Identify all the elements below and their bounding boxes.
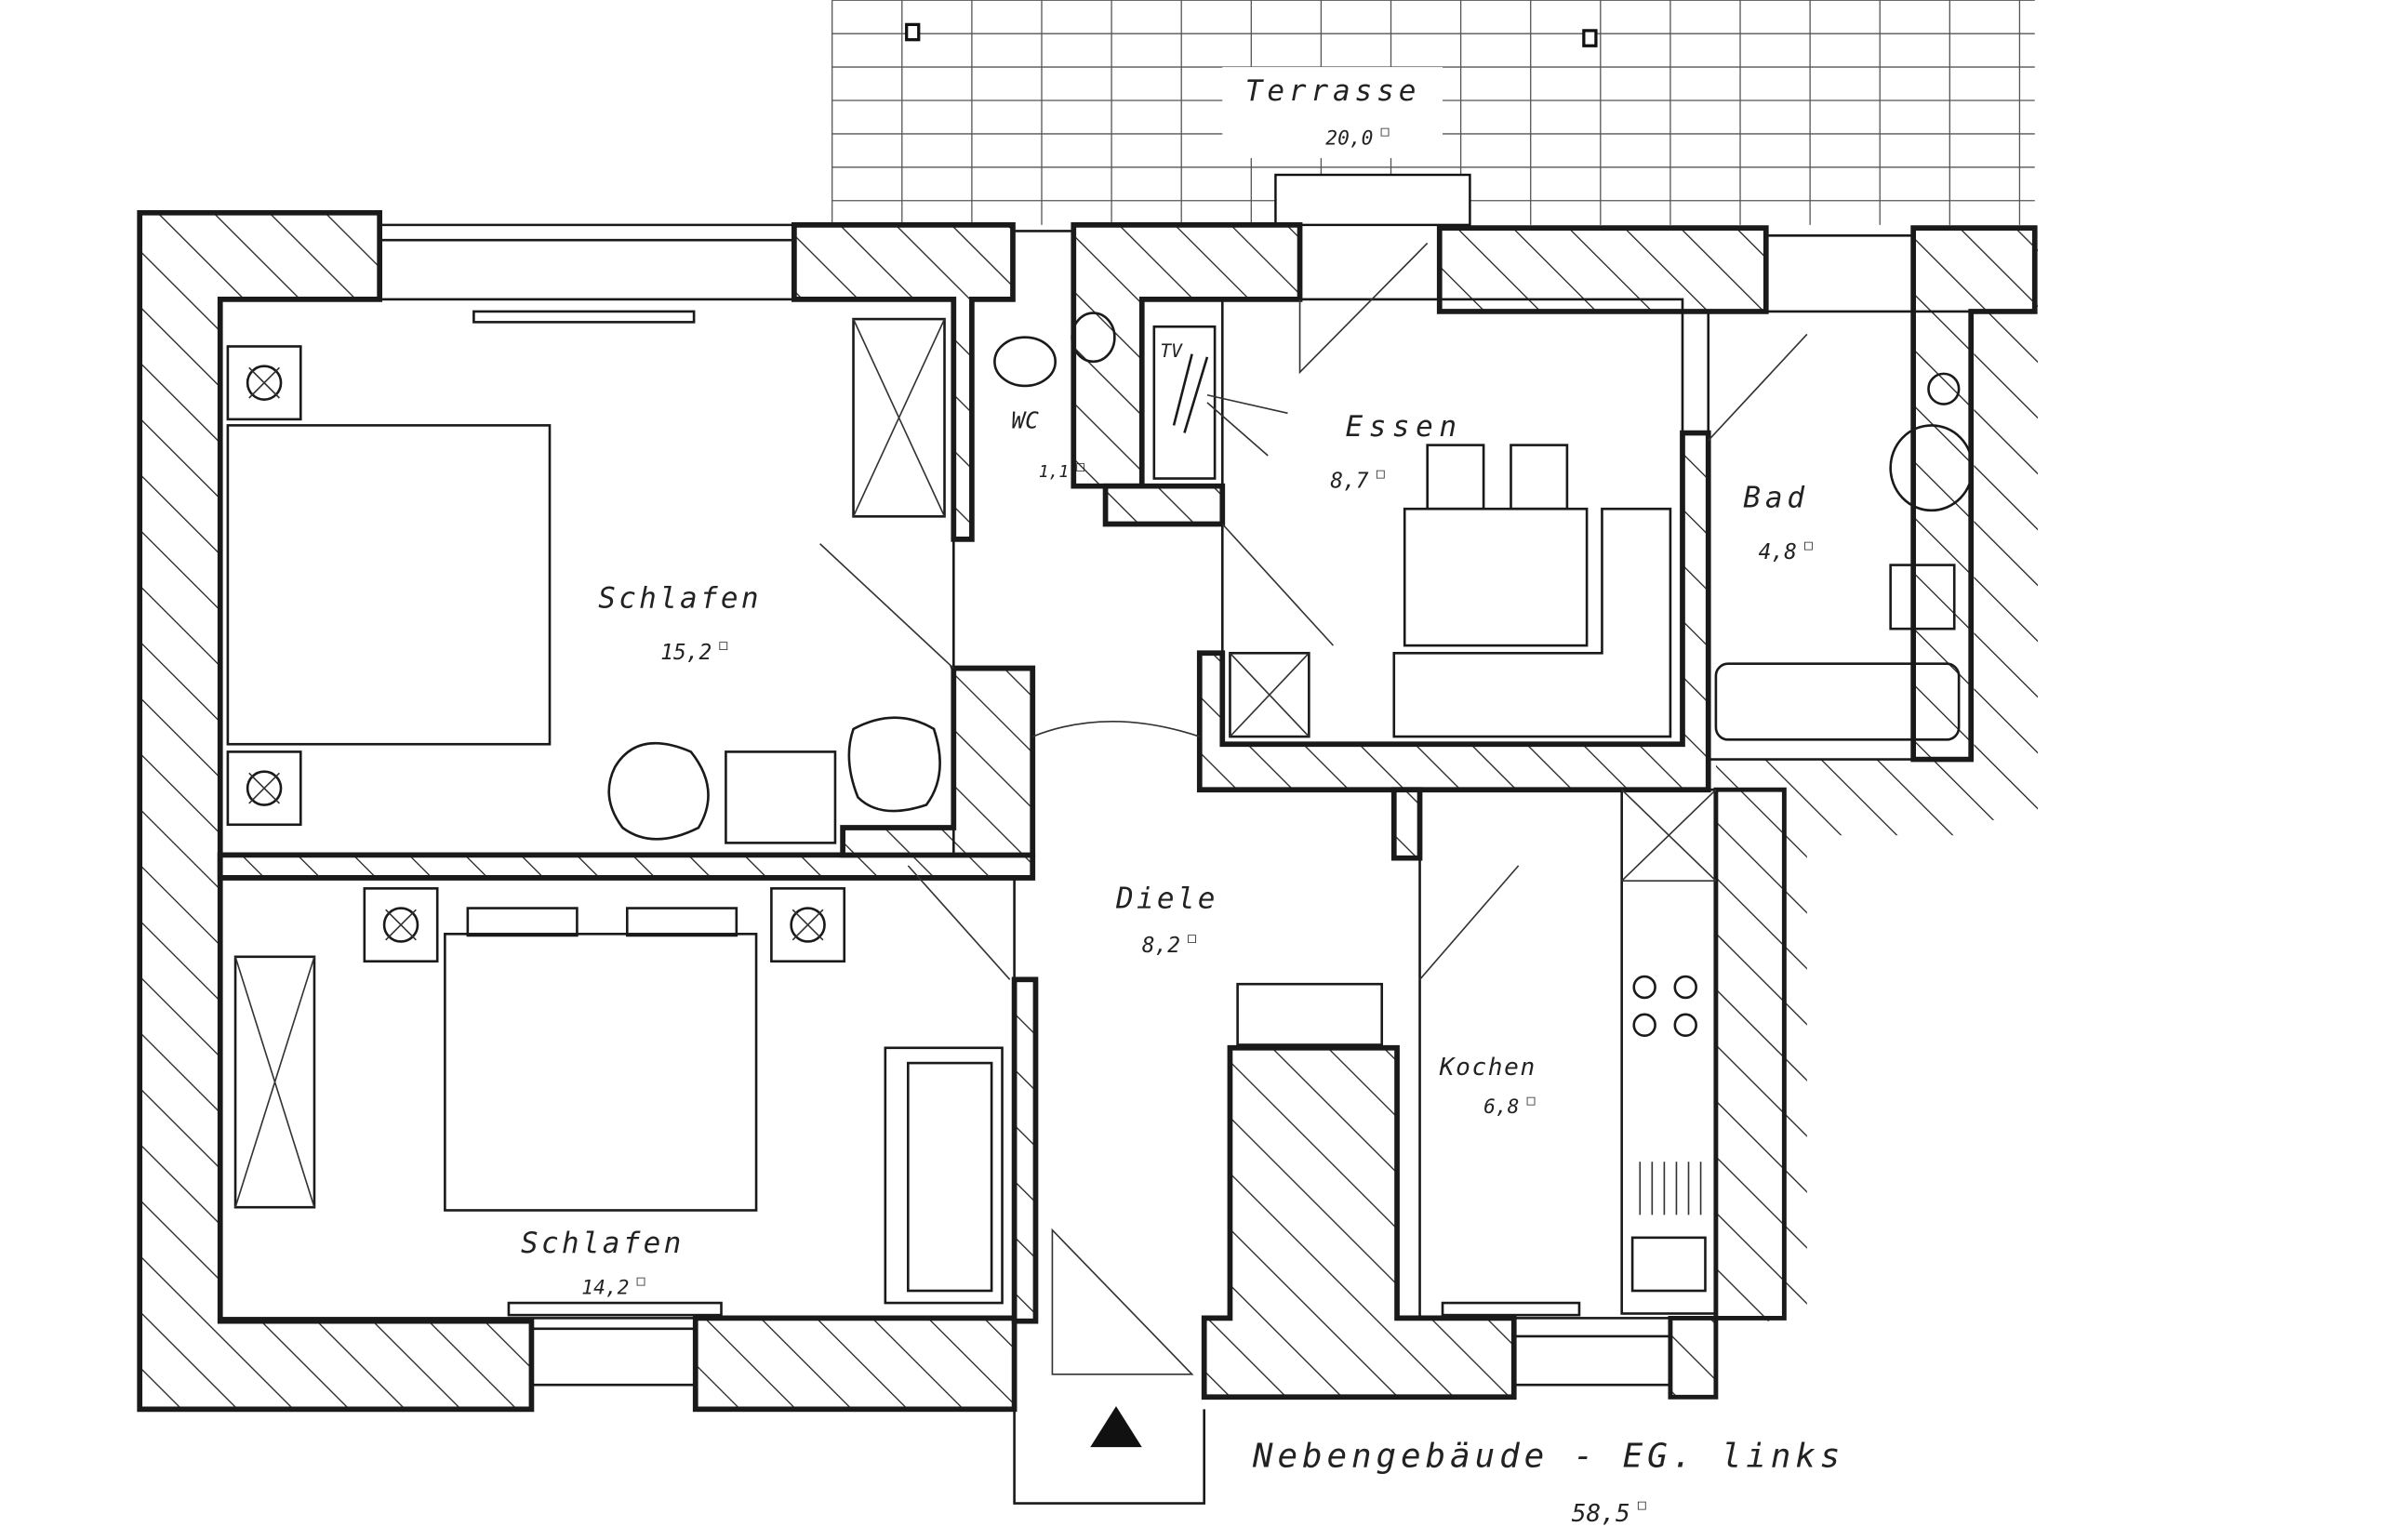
- room-name-diele: Diele: [1115, 883, 1218, 916]
- nightstand-lamp-icon: [226, 750, 302, 827]
- room-name-wc: WC: [1011, 407, 1039, 434]
- unit-mark: □: [1381, 124, 1390, 139]
- room-area-wc: 1,1: [1039, 462, 1069, 482]
- unit-mark: □: [1076, 459, 1084, 475]
- plan-title: Nebengebäude - EG. links: [1252, 1437, 1844, 1475]
- room-area-kochen: 6,8: [1483, 1095, 1519, 1119]
- unit-mark: □: [1638, 1497, 1646, 1513]
- room-name-essen: Essen: [1346, 410, 1463, 444]
- total-area: 58,5: [1572, 1500, 1630, 1528]
- unit-mark: □: [719, 638, 727, 654]
- nightstand-lamp-icon: [363, 887, 439, 963]
- room-name-kochen: Kochen: [1439, 1054, 1536, 1082]
- nightstand-lamp-icon: [226, 345, 302, 421]
- room-area-terrasse: 20,0: [1325, 126, 1373, 150]
- terrace-grid: [831, 0, 2035, 227]
- room-area-schlafen-2: 14,2: [581, 1276, 629, 1299]
- nightstand-lamp-icon: [770, 887, 846, 963]
- unit-mark: □: [1527, 1093, 1536, 1109]
- furniture: [219, 223, 1975, 1505]
- room-name-terrasse: Terrasse: [1245, 74, 1421, 108]
- unit-mark: □: [1804, 538, 1813, 553]
- room-labels: Terrasse 20,0 Schlafen 15,2 WC 1,1 TV Es…: [521, 74, 1844, 1528]
- room-name-schlafen-2: Schlafen: [521, 1227, 685, 1260]
- unit-mark: □: [637, 1273, 645, 1289]
- room-area-essen: 8,7: [1330, 469, 1369, 493]
- walls: [137, 209, 2038, 1413]
- room-area-bad: 4,8: [1759, 540, 1797, 564]
- tv-label: TV: [1160, 340, 1183, 362]
- entrance-marker-icon: [1090, 1406, 1142, 1448]
- room-area-diele: 8,2: [1142, 934, 1180, 958]
- room-area-schlafen-1: 15,2: [660, 641, 712, 665]
- unit-mark: □: [1188, 931, 1196, 947]
- unit-mark: □: [1377, 466, 1385, 482]
- room-name-bad: Bad: [1743, 482, 1809, 515]
- room-name-schlafen-1: Schlafen: [598, 581, 762, 615]
